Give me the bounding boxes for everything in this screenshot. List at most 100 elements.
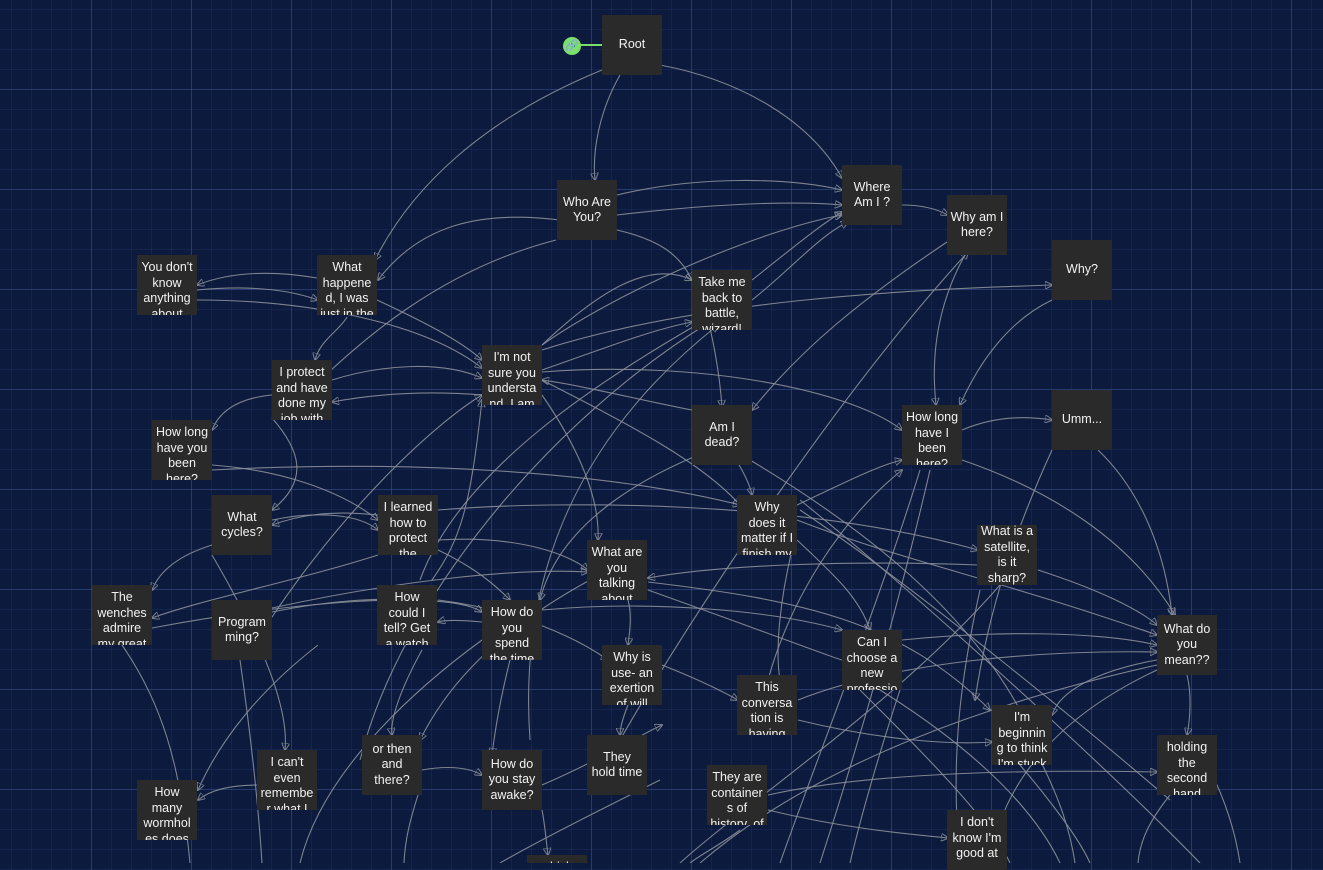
- edge: [376, 299, 482, 360]
- edge: [421, 766, 482, 775]
- node-why-am-i-here[interactable]: Why am I here?: [947, 195, 1007, 255]
- edge: [661, 664, 738, 700]
- link-icon[interactable]: 🔗: [563, 37, 581, 55]
- node-you-dont-know[interactable]: You don't know anything about me!: [137, 255, 197, 315]
- edge: [796, 539, 870, 630]
- node-label: What is a satellite, is it sharp?: [980, 525, 1034, 585]
- node-label: I learned how to protect the: [383, 500, 433, 555]
- node-root[interactable]: Root: [602, 15, 662, 75]
- edge: [797, 719, 992, 743]
- edge: [934, 254, 966, 405]
- edge: [901, 633, 1157, 645]
- node-why-does-it-matter[interactable]: Why does it matter if I finish my last: [737, 495, 797, 555]
- edge: [331, 365, 482, 381]
- node-im-not-sure[interactable]: I'm not sure you understand, I am: [482, 345, 542, 405]
- edge: [749, 459, 1021, 711]
- edge: [212, 394, 273, 430]
- edge: [375, 69, 603, 260]
- edge: [419, 320, 705, 581]
- edge: [437, 538, 588, 570]
- node-holding-the-second[interactable]: holding the second hand: [1157, 735, 1217, 795]
- edge: [541, 285, 1052, 351]
- edge: [198, 784, 259, 800]
- node-how-many-wormholes[interactable]: How many wormholes does an: [137, 780, 197, 840]
- edge: [392, 649, 423, 735]
- edge: [961, 459, 1175, 615]
- edge: [796, 460, 902, 506]
- node-they-hold-time[interactable]: They hold time: [587, 735, 647, 795]
- edge: [437, 599, 608, 660]
- node-what-is-a-satellite[interactable]: What is a satellite, is it sharp?: [977, 525, 1037, 585]
- node-label: Who Are You?: [563, 194, 611, 225]
- node-i-protect[interactable]: I protect and have done my job with: [272, 360, 332, 420]
- node-im-beginning[interactable]: I'm beginning to think I'm stuck: [992, 705, 1052, 765]
- edge: [737, 462, 752, 495]
- node-or-then-and-there[interactable]: or then and there?: [362, 735, 422, 795]
- node-label: I can't even remember what I: [260, 755, 314, 810]
- node-label: Root: [618, 37, 646, 52]
- edge: [1037, 569, 1157, 625]
- edge: [541, 273, 692, 346]
- node-the-wenches[interactable]: The wenches admire my great: [92, 585, 152, 645]
- edge: [679, 584, 1001, 863]
- edge: [799, 499, 1201, 863]
- edge: [332, 392, 483, 402]
- node-how-long-have-i[interactable]: How long have I been here?: [902, 405, 962, 465]
- node-label: holding the second hand: [1166, 740, 1208, 795]
- node-label: How do you stay awake?: [488, 756, 536, 802]
- edge: [751, 222, 848, 301]
- node-programming[interactable]: Program ming?: [212, 600, 272, 660]
- node-label: What do you mean??: [1163, 621, 1211, 667]
- edge: [796, 519, 1157, 635]
- node-can-i-choose[interactable]: Can I choose a new professio: [842, 630, 902, 690]
- node-i-dont-know[interactable]: I don't know I'm good at: [947, 810, 1007, 870]
- node-how-long-have-you[interactable]: How long have you been here?: [152, 420, 212, 480]
- edge: [647, 581, 990, 710]
- node-where-am-i[interactable]: Where Am I ?: [842, 165, 902, 225]
- node-label: Why is use- an exertion of will: [609, 650, 655, 705]
- edge: [594, 74, 621, 180]
- edges: [121, 64, 1241, 863]
- node-am-i-dead[interactable]: Am I dead?: [692, 405, 752, 465]
- edge: [541, 215, 842, 346]
- edge: [648, 562, 979, 578]
- edge: [437, 504, 978, 550]
- edge: [1039, 759, 1076, 863]
- node-take-me-back[interactable]: Take me back to battle, wizard!: [692, 270, 752, 330]
- node-how-do-you-stay[interactable]: How do you stay awake?: [482, 750, 542, 810]
- node-why-is-use[interactable]: Why is use- an exertion of will: [602, 645, 662, 705]
- edge: [528, 325, 718, 741]
- node-i-cant-even[interactable]: I can't even remember what I: [257, 750, 317, 810]
- edge: [1019, 764, 1091, 863]
- node-label: Take me back to battle, wizard!: [698, 275, 746, 330]
- node-they-are-containers[interactable]: They are containers of history, of: [707, 765, 767, 825]
- node-label: How do you spend the time in: [489, 605, 535, 660]
- node-what-cycles[interactable]: What cycles?: [212, 495, 272, 555]
- node-label: Am I dead?: [704, 419, 740, 450]
- node-this-conversation[interactable]: This conversation is having: [737, 675, 797, 735]
- node-label: This conversation is having: [741, 680, 793, 735]
- node-what-happened[interactable]: What happened, I was just in the: [317, 255, 377, 315]
- node-how-could-i-tell[interactable]: How could I tell? Get a watch: [377, 585, 437, 645]
- node-umm[interactable]: Umm...: [1052, 390, 1112, 450]
- node-label: What happened, I was just in the: [320, 260, 374, 315]
- node-label: Can I choose a new professio: [846, 635, 898, 690]
- node-who-are-you[interactable]: Who Are You?: [557, 180, 617, 240]
- node-label: How many wormholes does an: [143, 785, 191, 840]
- node-label: How could I tell? Get a watch: [383, 590, 431, 645]
- node-label: Umm...: [1061, 412, 1103, 427]
- node-i-learned[interactable]: I learned how to protect the: [378, 495, 438, 555]
- edge: [196, 287, 318, 300]
- node-label: What are you talking about: [591, 545, 643, 600]
- node-why[interactable]: Why?: [1052, 240, 1112, 300]
- edge: [269, 395, 482, 621]
- node-what-are-you-talking[interactable]: What are you talking about: [587, 540, 647, 600]
- edge: [961, 418, 1052, 431]
- node-what-do-you-mean[interactable]: What do you mean??: [1157, 615, 1217, 675]
- node-label: Why am I here?: [950, 209, 1004, 240]
- node-how-do-you-spend[interactable]: How do you spend the time in: [482, 600, 542, 660]
- edge: [616, 229, 692, 280]
- node-partial-bottom[interactable]: which: [527, 855, 587, 863]
- edge: [616, 179, 842, 196]
- edge: [647, 589, 843, 661]
